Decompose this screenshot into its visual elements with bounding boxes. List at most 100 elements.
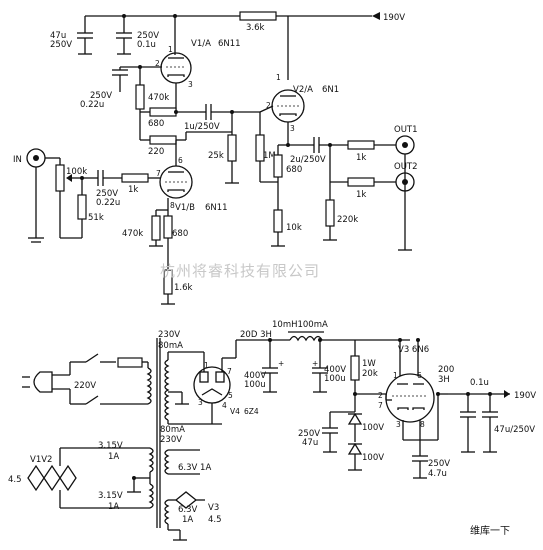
- c-bottom-value: 47u: [302, 438, 318, 448]
- v3-pin8: 8: [420, 420, 425, 429]
- r-10k-label: 10k: [286, 223, 302, 233]
- r-1k6-label: 1.6k: [174, 283, 193, 293]
- v4-id: V4: [230, 407, 240, 416]
- r-51k-label: 51k: [88, 213, 104, 223]
- out2-jack: [395, 172, 415, 192]
- c-filter2-value: 0.1u: [137, 40, 156, 50]
- v1b-pin8: 8: [170, 201, 175, 210]
- v1a-type: 6N11: [218, 39, 241, 49]
- v1a-id: V1/A: [191, 39, 211, 49]
- v3-pin1: 1: [393, 371, 398, 380]
- hv-top-voltage: 230V: [158, 330, 180, 340]
- v4-pin1: 1: [204, 361, 209, 370]
- input-label: IN: [13, 155, 22, 165]
- v1b-pin7: 7: [156, 169, 161, 178]
- heater-out-voltage: 4.5: [8, 475, 22, 485]
- out2-label: OUT2: [394, 162, 418, 172]
- v3-pin6: 6: [417, 371, 422, 380]
- out1-label: OUT1: [394, 125, 418, 135]
- v1a-pin2: 2: [155, 59, 160, 68]
- heater-tubes-label: V1V2: [30, 455, 52, 465]
- regulator-tube: [385, 373, 435, 423]
- r-680-top-label: 680: [148, 119, 164, 129]
- c2-voltage: 400V: [324, 365, 346, 375]
- r-1m-label: 1M: [263, 151, 276, 161]
- v3-heater-label: V3: [208, 503, 219, 513]
- v3-pin7: 7: [378, 401, 383, 410]
- c1-voltage: 400V: [244, 371, 266, 381]
- r-220-label: 220: [148, 147, 164, 157]
- r-1k-out1-label: 1k: [356, 153, 366, 163]
- v1a-pin1: 1: [168, 45, 173, 54]
- logo-text: 维库一下: [470, 524, 510, 537]
- r-100k-label: 100k: [66, 167, 87, 177]
- choke2-label: 10mH100mA: [272, 320, 328, 330]
- psu-output-voltage: 190V: [514, 391, 536, 401]
- svg-text:+: +: [278, 359, 284, 368]
- c-cath-voltage: 250V: [428, 459, 450, 469]
- v1b-pin6: 6: [178, 156, 183, 165]
- hv-bottom-voltage: 230V: [160, 435, 182, 445]
- fil2-current: 1A: [108, 502, 119, 512]
- zener1-label: 100V: [362, 423, 384, 433]
- r-1w-value: 20k: [362, 369, 378, 379]
- r-3k6-label: 3.6k: [246, 23, 265, 33]
- watermark-text: 杭州将睿科技有限公司: [160, 262, 320, 280]
- v1b-type: 6N11: [205, 203, 228, 213]
- c-in-value: 0.22u: [96, 198, 120, 208]
- r-680-mid-label: 680: [286, 165, 302, 175]
- v4-pin3: 3: [198, 398, 203, 407]
- r-470k-top-label: 470k: [148, 93, 169, 103]
- c-couple-label: 1u/250V: [184, 122, 220, 132]
- c-in-voltage: 250V: [96, 189, 118, 199]
- c-out1-label: 0.1u: [470, 378, 489, 388]
- c1-value: 100u: [244, 380, 266, 390]
- choke1-label: 20D 3H: [240, 330, 272, 340]
- logo: 维库一下: [470, 524, 510, 537]
- regulator-label: V3 6N6: [398, 345, 429, 355]
- choke-out-inductance: 3H: [438, 375, 450, 385]
- hv-top-current: 80mA: [158, 341, 183, 351]
- c-cath-value: 4.7u: [428, 469, 447, 479]
- v1a-pin3: 3: [188, 80, 193, 89]
- v4-pin7: 7: [227, 367, 232, 376]
- supply-voltage-label: 190V: [383, 13, 405, 23]
- fil3-label: 6.3V 1A: [178, 463, 211, 473]
- fil4-voltage: 6.3V: [178, 505, 198, 515]
- v3-pin2: 2: [378, 391, 383, 400]
- v3-heater-voltage: 4.5: [208, 515, 222, 525]
- v3-pin3: 3: [396, 420, 401, 429]
- c-filter1-value: 47u: [50, 31, 66, 41]
- c-fb-value: 0.22u: [80, 100, 104, 110]
- fil4-current: 1A: [182, 515, 193, 525]
- r-220k-label: 220k: [337, 215, 358, 225]
- zener2-label: 100V: [362, 453, 384, 463]
- r-1k-out2-label: 1k: [356, 190, 366, 200]
- v1b-id: V1/B: [175, 203, 195, 213]
- v2a-pin2: 2: [266, 101, 271, 110]
- v4-pin5: 5: [228, 391, 233, 400]
- choke-out-value: 200: [438, 365, 454, 375]
- mains-plug-icon: [33, 371, 53, 393]
- amplifier-section: 190V 47u 250V 250V 0.1u 1 2 3 V1/A 6N11: [13, 11, 418, 305]
- r-1w-power: 1W: [362, 359, 376, 369]
- v2a-type: 6N1: [322, 85, 339, 95]
- r-25k-label: 25k: [208, 151, 224, 161]
- v2a-pin3: 3: [290, 124, 295, 133]
- c-out2-label: 47u/250V: [494, 425, 535, 435]
- v2a-id: V2/A: [293, 85, 313, 95]
- fil2-voltage: 3.15V: [98, 491, 123, 501]
- v4-type: 6Z4: [244, 407, 259, 416]
- v4-pin4: 4: [222, 401, 227, 410]
- c-out-label: 2u/250V: [290, 155, 326, 165]
- r-680-bot-label: 680: [172, 229, 188, 239]
- tube-v1b: [159, 165, 193, 199]
- r-470k-bot-label: 470k: [122, 229, 143, 239]
- c2-value: 100u: [324, 374, 346, 384]
- hv-bottom-current: 80mA: [160, 425, 185, 435]
- v2a-pin1: 1: [276, 73, 281, 82]
- c-bottom-voltage: 250V: [298, 429, 320, 439]
- fil1-voltage: 3.15V: [98, 441, 123, 451]
